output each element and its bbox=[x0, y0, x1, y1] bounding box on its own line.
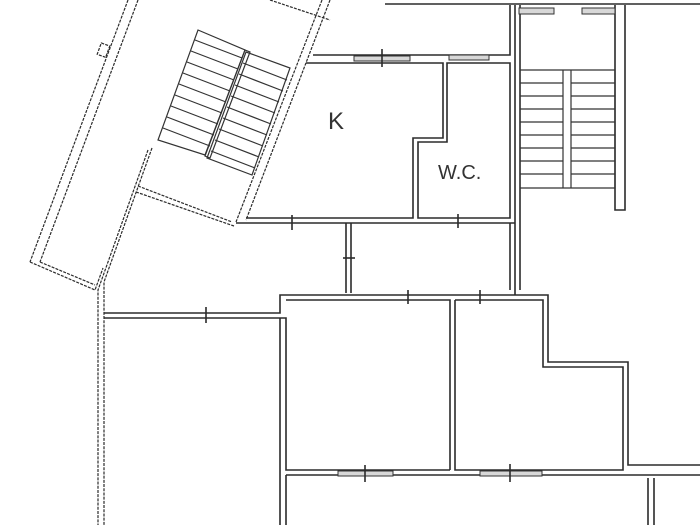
wc-label: W.C. bbox=[438, 162, 482, 184]
right-staircase bbox=[514, 5, 626, 295]
corridor-walls bbox=[343, 223, 511, 293]
kitchen-wc-walls bbox=[236, 5, 515, 230]
left-stair-walls bbox=[97, 0, 331, 525]
lower-rooms-walls bbox=[104, 290, 700, 525]
left-outer-wall bbox=[29, 0, 139, 291]
left-staircase bbox=[157, 29, 291, 176]
kitchen-label: K bbox=[328, 108, 345, 135]
